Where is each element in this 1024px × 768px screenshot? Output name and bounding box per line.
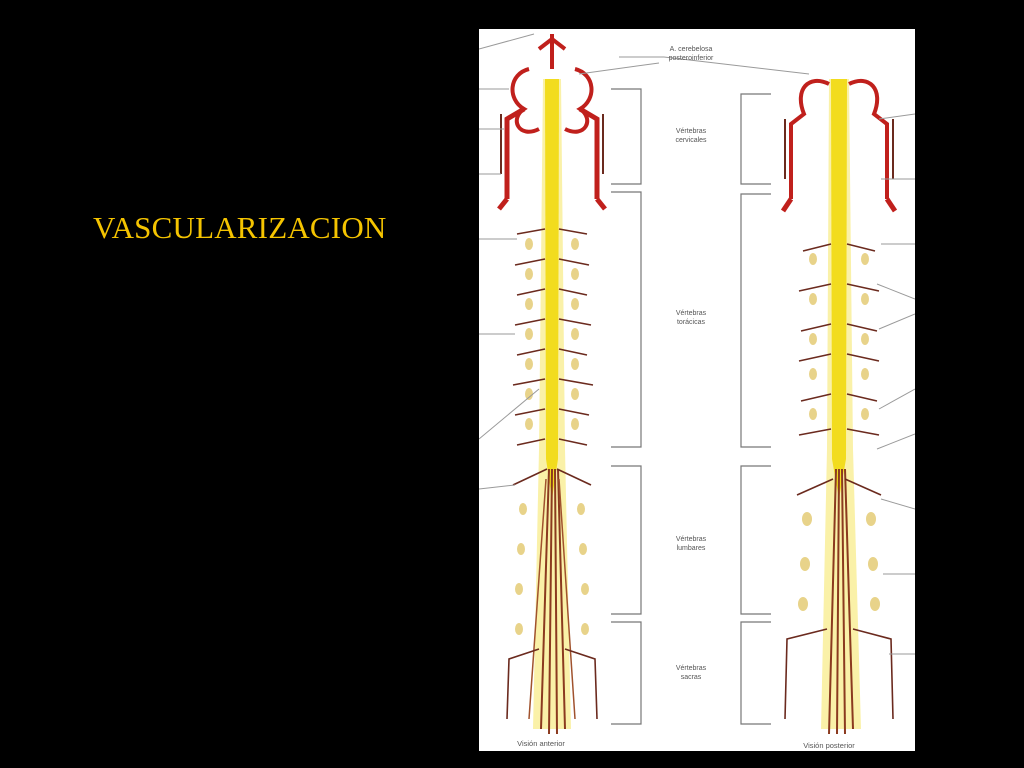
caption-anterior-view: Visión anterior: [517, 739, 565, 748]
top-label-line2: posteroinferior: [669, 55, 714, 62]
region-sacral-line2: sacras: [681, 674, 702, 681]
spinal-vascularization-figure: A. cerebelosa posteroinferior Vértebras …: [479, 29, 915, 751]
region-cervical-line1: Vértebras: [676, 128, 707, 135]
top-label-line1: A. cerebelosa: [670, 46, 713, 53]
region-thoracic-line1: Vértebras: [676, 310, 707, 317]
region-sacral-line1: Vértebras: [676, 665, 707, 672]
posterior-view-illustration: [780, 78, 915, 735]
posterior-region-brackets: [740, 93, 771, 725]
region-lumbar-line2: lumbares: [677, 545, 706, 552]
anterior-view-illustration: [479, 33, 607, 735]
caption-posterior-view: Visión posterior: [803, 741, 855, 750]
region-lumbar-line1: Vértebras: [676, 536, 707, 543]
anterior-region-brackets: [611, 88, 642, 725]
region-cervical-line2: cervicales: [675, 137, 707, 144]
region-thoracic-line2: torácicas: [677, 319, 706, 326]
slide-title: VASCULARIZACION: [93, 210, 387, 245]
